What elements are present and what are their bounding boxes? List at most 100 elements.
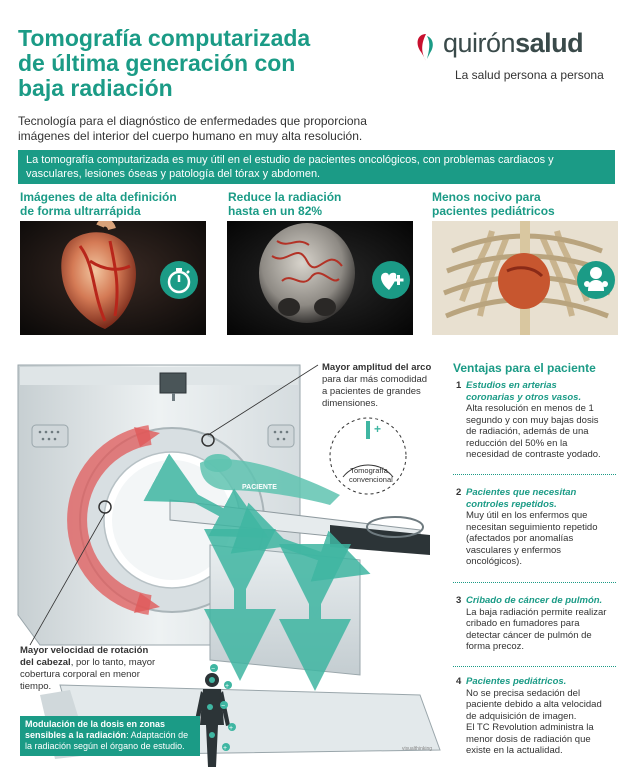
feature-title-line: de forma ultrarrápida — [20, 204, 141, 218]
advantage-body: existe en la actualidad. — [466, 745, 563, 756]
advantage-body: de adquisición de imagen. — [466, 710, 577, 722]
patient-label: PACIENTE — [242, 484, 277, 491]
baby-icon — [577, 261, 615, 299]
advantage-heading: controles repetidos. — [466, 498, 557, 510]
advantage-body: reducción del 50% en la — [466, 437, 568, 449]
subtitle-line: imágenes del interior del cuerpo humano … — [18, 129, 363, 143]
advantage-body: (afectados por anomalías — [466, 533, 574, 544]
advantage-divider — [453, 582, 616, 583]
stopwatch-icon — [160, 261, 198, 299]
gap-callout-bold: Mayor amplitud del arco — [322, 362, 432, 373]
feature-title-line: hasta en un 82% — [228, 204, 323, 218]
dose-modulation-box: Modulación de la dosis en zonas sensible… — [20, 716, 200, 756]
gap-callout: Mayor amplitud del arco para dar más com… — [322, 362, 452, 410]
subtitle-line: Tecnología para el diagnóstico de enferm… — [18, 114, 367, 128]
svg-text:+: + — [229, 725, 233, 732]
title-line: de última generación con — [18, 50, 296, 76]
feature-title: Imágenes de alta definición de forma ult… — [20, 190, 177, 218]
advantage-body: de radiación, además de una — [466, 426, 589, 437]
advantage-body: Alta resolución en menos de 1 — [466, 403, 594, 414]
conventional-label-line: convencional — [349, 475, 393, 484]
rotation-callout-bold: del cabezal — [20, 657, 71, 668]
gap-callout-line: dimensiones. — [322, 398, 378, 409]
rotation-callout: Mayor velocidad de rotación del cabezal,… — [20, 645, 190, 693]
feature-title-line: Reduce la radiación — [228, 190, 342, 204]
advantages-title: Ventajas para el paciente — [453, 361, 596, 375]
advantage-number: 1 — [456, 380, 462, 391]
advantage-divider — [453, 666, 616, 667]
advantage-body: detectar cáncer de pulmón de — [466, 629, 592, 641]
chest-ct-image — [432, 221, 618, 335]
advantage-item: 3 Cribado de cáncer de pulmón. La baja r… — [456, 595, 616, 653]
svg-text:+: + — [223, 745, 227, 752]
advantage-number: 2 — [456, 487, 462, 498]
advantage-body: necesidad de contraste yodado. — [466, 449, 601, 460]
vent-left — [31, 424, 69, 448]
dose-marker-icons: − + − + + — [210, 664, 236, 752]
advantage-heading: Pacientes que necesitan — [466, 487, 577, 498]
logo-word-light: quirón — [443, 28, 516, 58]
heart-ct-image — [20, 221, 206, 335]
conventional-label-line: Tomografía — [350, 466, 388, 475]
feature-title-line: Menos nocivo para — [432, 190, 541, 204]
svg-text:+: + — [225, 683, 229, 690]
banner-line: vasculares, lesiones óseas y patología d… — [26, 168, 321, 180]
feature-title: Menos nocivo para pacientes pediátricos — [432, 190, 555, 218]
dose-tail: : Adaptación de — [126, 730, 189, 740]
advantage-body: segundo y con muy bajas dosis — [466, 414, 599, 426]
advantage-item: 2 Pacientes que necesitan controles repe… — [456, 487, 616, 568]
advantage-item: 4 Pacientes pediátricos. No se precisa s… — [456, 676, 616, 757]
rotation-callout-bold: Mayor velocidad de rotación — [20, 645, 149, 656]
logo-word-bold: salud — [515, 28, 584, 58]
advantage-body: vasculares y enfermos — [466, 544, 562, 556]
rotation-callout-line: tiempo. — [20, 681, 52, 692]
heart-plus-icon — [372, 261, 410, 299]
svg-text:+: + — [374, 422, 381, 436]
advantage-heading: Pacientes pediátricos. — [466, 676, 567, 687]
title-line: Tomografía computarizada — [18, 25, 311, 51]
advantage-body: necesitan seguimiento repetido — [466, 521, 598, 533]
advantage-body: oncológicos). — [466, 556, 522, 567]
advantage-divider — [453, 474, 616, 475]
feature-title-line: Imágenes de alta definición — [20, 190, 177, 204]
advantage-body: El TC Revolution administra la — [466, 722, 594, 733]
advantage-item: 1 Estudios en arterias coronarias y otro… — [456, 380, 616, 461]
svg-text:−: − — [221, 703, 225, 710]
gap-callout-line: para dar más comodidad — [322, 374, 428, 385]
advantage-heading: Cribado de cáncer de pulmón. — [466, 595, 603, 606]
advantage-body: menor dosis de radiación que — [466, 733, 591, 745]
advantage-body: Muy útil en los enfermos que — [466, 510, 588, 521]
banner-line: La tomografía computarizada es muy útil … — [26, 154, 554, 166]
title-line: baja radiación — [18, 75, 173, 101]
quironsalud-logo: quirónsalud La salud persona a persona — [413, 28, 618, 88]
advantage-body: La baja radiación permite realizar — [466, 606, 607, 618]
advantage-body: paciente debido a alta velocidad — [466, 699, 602, 710]
logo-tagline: La salud persona a persona — [455, 68, 604, 82]
rotation-callout-line: cobertura corporal en menor — [20, 669, 140, 680]
page-title: Tomografía computarizada de última gener… — [18, 26, 358, 101]
dose-bold: sensibles a la radiación — [25, 730, 127, 740]
advantage-number: 3 — [456, 595, 462, 606]
svg-text:−: − — [211, 666, 215, 673]
advantage-heading: Estudios en arterias — [466, 380, 557, 391]
feature-title: Reduce la radiación hasta en un 82% — [228, 190, 341, 218]
vent-right — [267, 424, 295, 448]
intro-banner: La tomografía computarizada es muy útil … — [18, 150, 615, 184]
logo-wordmark: quirónsalud — [443, 28, 584, 59]
illustration-credit: visualthinking — [402, 746, 433, 752]
page-subtitle: Tecnología para el diagnóstico de enferm… — [18, 114, 378, 144]
dose-bold: Modulación de la dosis en zonas — [25, 719, 166, 729]
advantage-number: 4 — [456, 676, 462, 687]
logo-mark-icon — [417, 34, 433, 61]
advantage-body: cribado en fumadores para — [466, 618, 580, 629]
feature-title-line: pacientes pediátricos — [432, 204, 555, 218]
advantage-body: forma precoz. — [466, 641, 525, 652]
advantage-heading: coronarias y otros vasos. — [466, 391, 582, 403]
ct-scanner-illustration: + − + − + + — [17, 364, 441, 767]
skull-ct-image — [227, 221, 413, 335]
dose-line: la radiación según el órgano de estudio. — [25, 741, 185, 751]
rotation-callout-tail: , por lo tanto, mayor — [70, 657, 156, 668]
advantage-body: No se precisa sedación del — [466, 687, 581, 699]
gap-callout-line: a pacientes de grandes — [322, 386, 421, 397]
conventional-label: Tomografía convencional — [349, 466, 393, 484]
